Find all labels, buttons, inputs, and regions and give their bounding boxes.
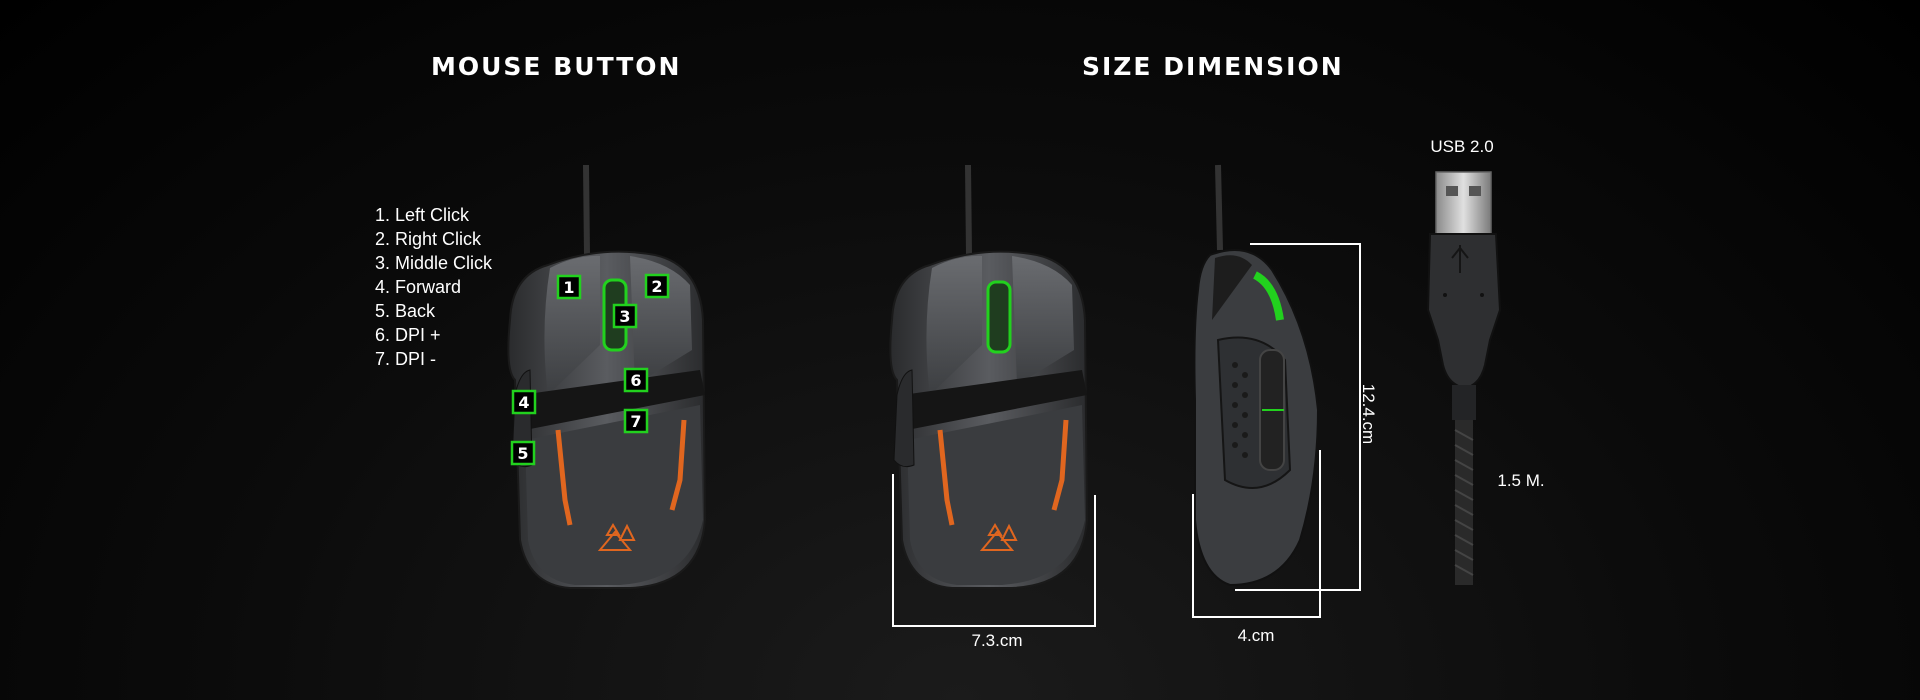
button-legend: 1. Left Click 2. Right Click 3. Middle C… xyxy=(375,203,492,371)
badge-2: 2 xyxy=(644,273,670,299)
height-bracket xyxy=(1192,450,1321,618)
legend-item: 5. Back xyxy=(375,301,436,321)
legend-item: 7. DPI - xyxy=(375,349,437,369)
svg-text:7: 7 xyxy=(630,412,641,431)
badge-5: 5 xyxy=(510,440,536,466)
svg-text:3: 3 xyxy=(619,307,630,326)
usb-label: USB 2.0 xyxy=(1430,137,1493,156)
mouse-button-heading: MOUSE BUTTON xyxy=(431,52,682,81)
badge-4: 4 xyxy=(511,389,537,415)
legend-item: 4. Forward xyxy=(375,277,462,297)
width-label: 7.3.cm xyxy=(971,631,1022,650)
legend-item: 3. Middle Click xyxy=(375,253,493,273)
svg-text:1: 1 xyxy=(563,278,574,297)
legend-item: 2. Right Click xyxy=(375,229,482,249)
height-label: 4.cm xyxy=(1238,626,1275,645)
badge-6: 6 xyxy=(623,367,649,393)
size-dimension-heading: SIZE DIMENSION xyxy=(1082,52,1344,81)
width-bracket xyxy=(892,474,1096,627)
legend-item: 6. DPI + xyxy=(375,325,441,345)
svg-text:5: 5 xyxy=(517,444,528,463)
badge-7: 7 xyxy=(623,408,649,434)
badge-3: 3 xyxy=(612,303,638,329)
mouse-side-view xyxy=(1193,164,1320,587)
button-badges: 1 2 3 4 5 6 7 xyxy=(510,273,670,466)
mouse-top-view-buttons xyxy=(507,164,707,589)
svg-text:2: 2 xyxy=(651,277,662,296)
svg-text:4: 4 xyxy=(518,393,529,412)
svg-text:6: 6 xyxy=(630,371,641,390)
length-label: 12.4.cm xyxy=(1359,384,1378,444)
mouse-top-view-size xyxy=(889,164,1089,589)
cable-length-label: 1.5 M. xyxy=(1497,471,1544,490)
length-bracket xyxy=(1235,243,1361,591)
usb-connector xyxy=(1426,171,1502,585)
badge-1: 1 xyxy=(556,274,582,300)
legend-item: 1. Left Click xyxy=(375,205,470,225)
